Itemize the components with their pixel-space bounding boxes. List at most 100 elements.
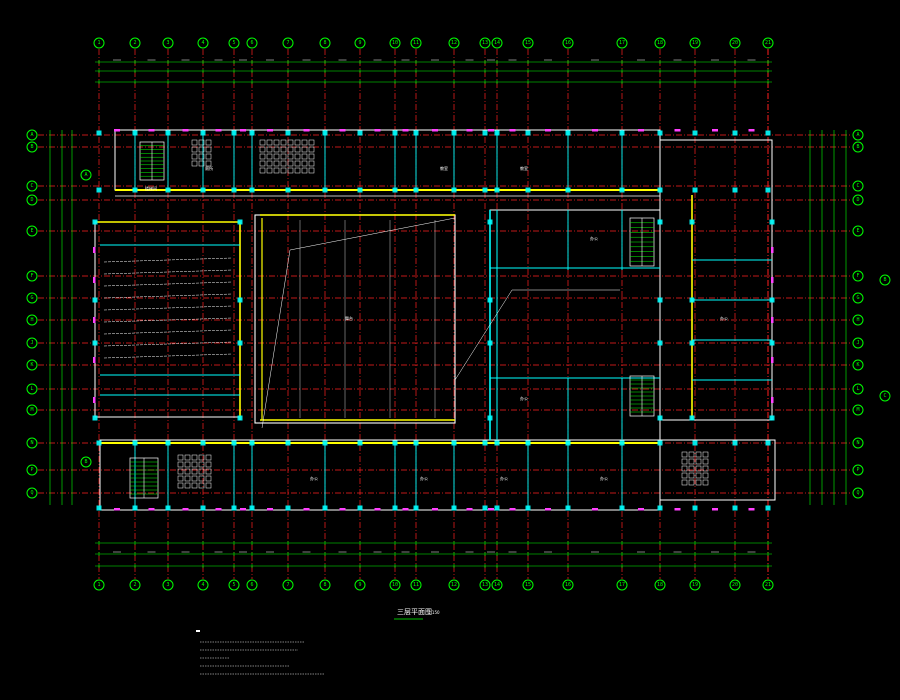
desks-north <box>259 139 315 174</box>
window-south-2 <box>182 508 189 511</box>
axis-bubble-left-extra-2-circle <box>80 456 92 468</box>
axis-bubble-left-F: F <box>26 270 38 282</box>
axis-bubble-bottom-5-label: 5 <box>232 582 235 588</box>
seating-row-1 <box>103 269 233 275</box>
desks-north-fixture <box>301 167 308 174</box>
axis-bubble-right-F-label: F <box>856 273 859 279</box>
window-south-16 <box>638 508 644 511</box>
window-west-4 <box>93 397 96 403</box>
column-10-2 <box>413 440 419 446</box>
window-north-3 <box>215 129 222 132</box>
axis-bubble-right-extra-2-circle <box>879 390 891 402</box>
axis-bubble-left-J-label: J <box>30 340 33 346</box>
axis-bubble-right-P-label: P <box>856 467 859 473</box>
axis-bubble-bottom-20-circle <box>729 579 741 591</box>
desks-north-fixture <box>280 153 287 160</box>
axis-bubble-right-F: F <box>852 270 864 282</box>
axis-bubble-bottom-12-label: 12 <box>451 582 457 588</box>
axis-bubble-bottom-13-circle <box>479 579 491 591</box>
axis-bubble-top-18-circle <box>654 37 666 49</box>
axis-bubble-bottom-10: 10 <box>389 579 401 591</box>
desks-north-fixture <box>259 146 266 153</box>
axis-bubble-bottom-11-circle <box>410 579 422 591</box>
axis-bubble-top-3-label: 3 <box>166 40 169 46</box>
drawing-scale: 1:150 <box>428 610 440 615</box>
axis-bubble-left-L: L <box>26 383 38 395</box>
column-mid-0-2 <box>92 340 98 346</box>
leader-line-1 <box>261 217 456 429</box>
window-north-0 <box>114 129 120 132</box>
central-hall-outline <box>254 214 456 424</box>
axis-bubble-left-extra-2-label: B <box>84 459 87 465</box>
column-11-2 <box>451 440 457 446</box>
axis-bubble-left-L-circle <box>26 383 38 395</box>
column-0-0 <box>96 130 102 136</box>
window-south-6 <box>303 508 310 511</box>
column-mid-4-2 <box>689 340 695 346</box>
axis-bubble-top-9-label: 9 <box>358 40 361 46</box>
axis-bubble-left-E: E <box>26 225 38 237</box>
room-label-8: 办公 <box>600 475 608 481</box>
axis-bubble-bottom-2-circle <box>129 579 141 591</box>
axis-bubble-right-C-circle <box>852 180 864 192</box>
axis-bubble-bottom-8-label: 8 <box>323 582 326 588</box>
column-13-3 <box>494 505 500 511</box>
window-west-1 <box>93 277 96 283</box>
column-7-0 <box>322 130 328 136</box>
seating-row-8 <box>103 353 233 359</box>
axis-bubble-bottom-13-label: 13 <box>482 582 488 588</box>
axis-bubble-bottom-21-label: 21 <box>765 582 771 588</box>
columns <box>92 129 775 511</box>
axis-bubble-right-A-label: A <box>856 132 859 138</box>
toilet-north <box>191 139 212 167</box>
column-mid-2-1 <box>487 297 493 303</box>
window-south-18 <box>712 508 718 511</box>
room-label-9: 办公 <box>720 315 728 321</box>
toilet-north-fixture <box>198 160 205 167</box>
column-13-1 <box>494 187 500 193</box>
axis-bubble-top-17: 17 <box>616 37 628 49</box>
axis-bubble-top-7-label: 7 <box>286 40 289 46</box>
axis-bubble-top-15-circle <box>522 37 534 49</box>
window-east-3 <box>771 357 774 363</box>
desks-north-fixture <box>273 160 280 167</box>
column-16-2 <box>619 440 625 446</box>
column-15-0 <box>565 130 571 136</box>
interior-details <box>100 130 772 510</box>
axis-bubble-right-K-label: K <box>856 362 859 368</box>
axis-bubble-bottom-7-label: 7 <box>286 582 289 588</box>
toilet-south-fixture <box>191 482 198 489</box>
axis-bubble-right-H: H <box>852 314 864 326</box>
axis-bubble-bottom-9-label: 9 <box>358 582 361 588</box>
column-mid-2-0 <box>487 219 493 225</box>
column-mid-5-0 <box>769 219 775 225</box>
axis-bubble-right-J-circle <box>852 337 864 349</box>
axis-bubble-left-M: M <box>26 404 38 416</box>
axis-bubble-bottom-10-label: 10 <box>392 582 398 588</box>
column-1-3 <box>132 505 138 511</box>
stair-center-south <box>629 375 655 417</box>
axis-bubble-bottom-14-label: 14 <box>494 582 500 588</box>
toilet-south-fixture <box>191 461 198 468</box>
axis-bubble-right-H-label: H <box>856 317 859 323</box>
axis-bubble-bottom-8-circle <box>319 579 331 591</box>
column-4-1 <box>231 187 237 193</box>
window-north-13 <box>509 129 516 132</box>
column-10-1 <box>413 187 419 193</box>
axis-bubble-top-13: 13 <box>479 37 491 49</box>
axis-bubble-left-J: J <box>26 337 38 349</box>
column-0-2 <box>96 440 102 446</box>
axis-bubble-top-19: 19 <box>689 37 701 49</box>
axis-bubble-top-4-label: 4 <box>201 40 204 46</box>
center-right-outline <box>489 209 661 441</box>
axis-bubble-bottom-3-label: 3 <box>166 582 169 588</box>
axis-bubble-left-extra-1-label: A <box>84 172 87 178</box>
axis-bubble-left-P-circle <box>26 464 38 476</box>
axis-bubble-left-B-label: B <box>30 144 33 150</box>
axis-bubble-top-10: 10 <box>389 37 401 49</box>
room-label-6: 办公 <box>420 475 428 481</box>
column-mid-5-1 <box>769 297 775 303</box>
desks-north-fixture <box>294 146 301 153</box>
column-8-3 <box>357 505 363 511</box>
toilet-south-fixture <box>177 454 184 461</box>
